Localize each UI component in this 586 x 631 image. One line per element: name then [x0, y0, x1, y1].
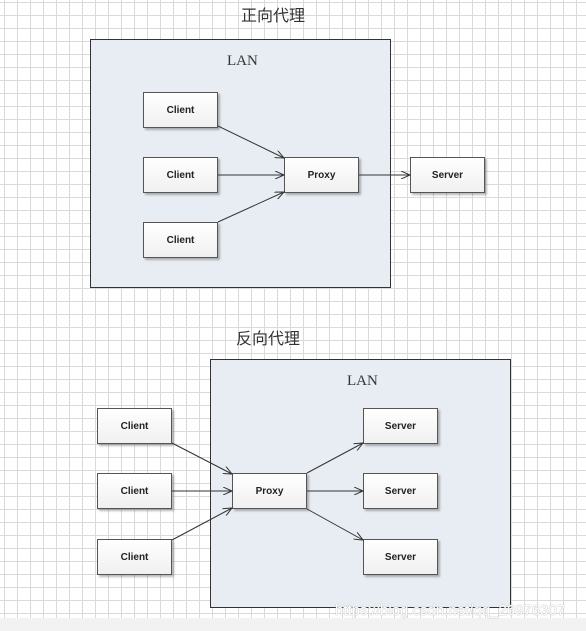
forward-client-3: Client — [143, 222, 218, 258]
reverse-client-2: Client — [97, 473, 172, 509]
reverse-server-3: Server — [363, 539, 438, 575]
forward-proxy: Proxy — [284, 157, 359, 193]
reverse-server-1: Server — [363, 408, 438, 444]
reverse-proxy: Proxy — [232, 473, 307, 509]
watermark: https://blog.csdn.net/qq_26976307 — [335, 602, 566, 619]
reverse-client-1: Client — [97, 408, 172, 444]
reverse-lan-label: LAN — [347, 373, 378, 389]
forward-server: Server — [410, 157, 485, 193]
forward-client-1: Client — [143, 92, 218, 128]
reverse-proxy-title: 反向代理 — [236, 329, 301, 348]
reverse-server-2: Server — [363, 473, 438, 509]
forward-lan-label: LAN — [227, 53, 258, 69]
reverse-client-3: Client — [97, 539, 172, 575]
forward-client-2: Client — [143, 157, 218, 193]
forward-proxy-title: 正向代理 — [241, 6, 306, 25]
footer-bar — [0, 618, 586, 631]
